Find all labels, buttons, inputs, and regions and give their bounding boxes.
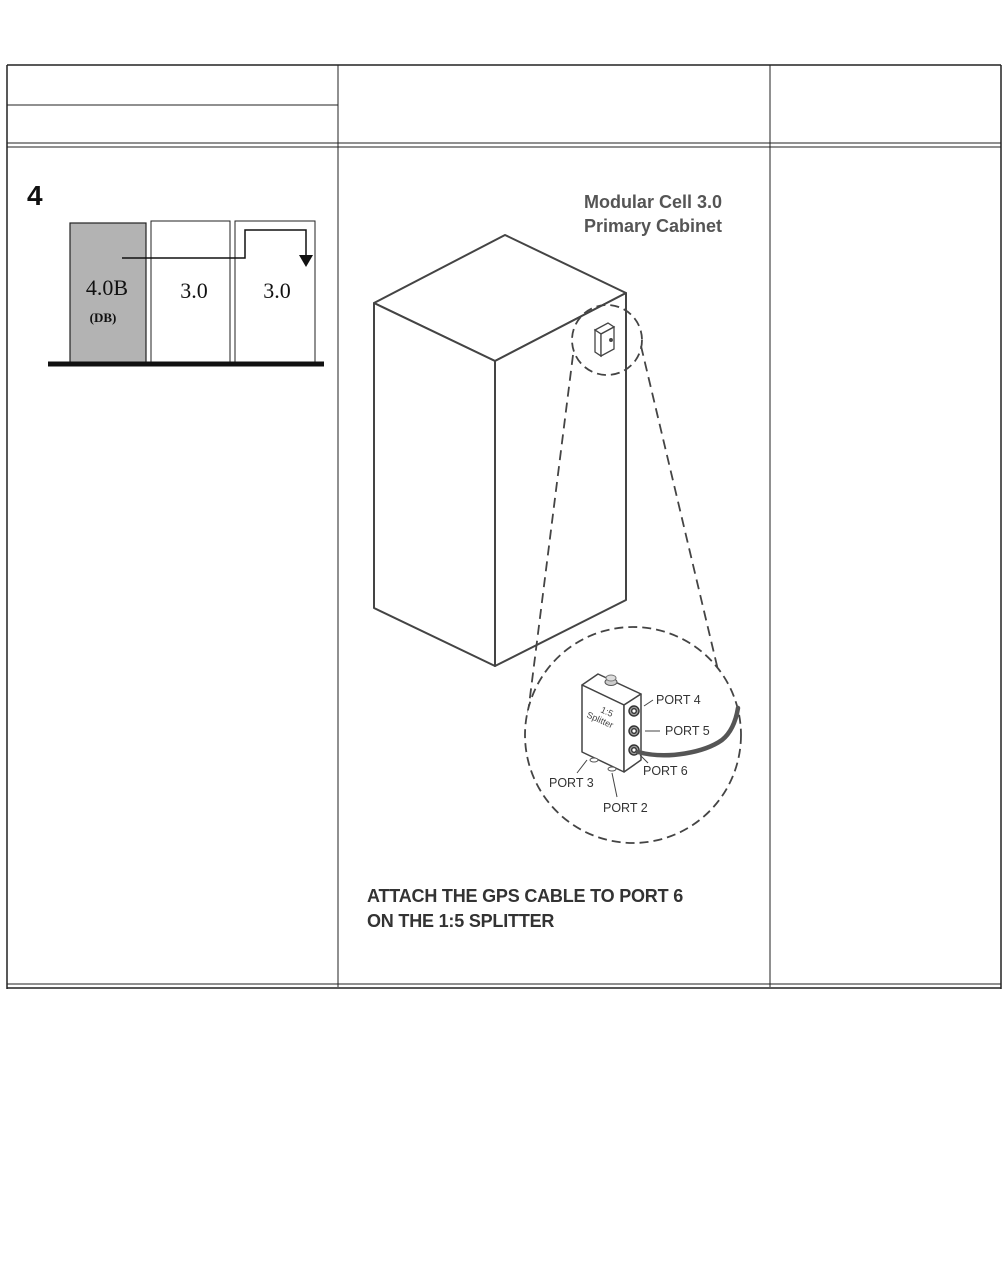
- port-5-label: PORT 5: [665, 724, 710, 738]
- port-2-label: PORT 2: [603, 801, 648, 815]
- top-connector-cap: [606, 675, 616, 681]
- bottom-port-2-icon: [608, 767, 616, 771]
- side-ports: [629, 706, 639, 755]
- port-4-label: PORT 4: [656, 693, 701, 707]
- primary-cabinet-illustration: 1:5 Splitter PORT 4 PORT 5 PORT 6 PORT 3…: [0, 0, 1008, 1000]
- instruction-text: ATTACH THE GPS CABLE TO PORT 6 ON THE 1:…: [367, 884, 683, 934]
- splitter-location-icon: [595, 323, 614, 356]
- port-6-label: PORT 6: [643, 764, 688, 778]
- cabinet-left-face: [374, 303, 495, 666]
- instruction-line1: ATTACH THE GPS CABLE TO PORT 6: [367, 884, 683, 909]
- instruction-line2: ON THE 1:5 SPLITTER: [367, 909, 683, 934]
- port-3-label: PORT 3: [549, 776, 594, 790]
- callout-line-right: [641, 346, 718, 670]
- bottom-port-3-icon: [590, 758, 598, 762]
